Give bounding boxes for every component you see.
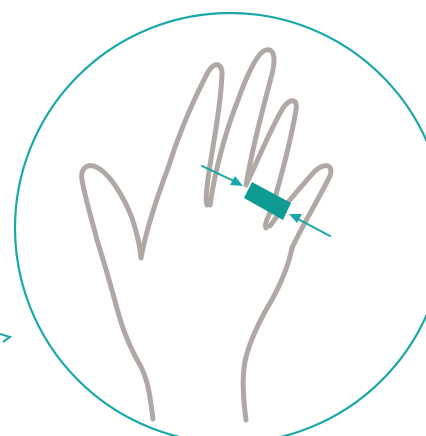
left-edge-arrow-icon [0,334,10,342]
